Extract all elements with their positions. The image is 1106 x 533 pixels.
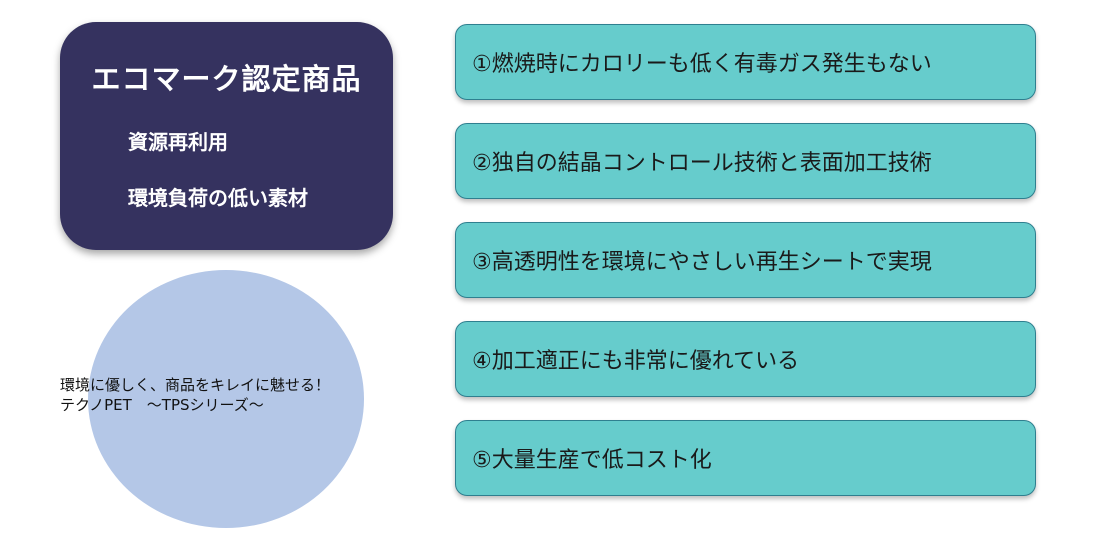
feature-label-1: ①燃焼時にカロリーも低く有毒ガス発生もない <box>472 52 932 77</box>
ecomark-point-resource-reuse: 資源再利用 <box>128 130 228 154</box>
ecomark-point-low-impact-material: 環境負荷の低い素材 <box>128 186 308 210</box>
feature-box-1: ①燃焼時にカロリーも低く有毒ガス発生もない <box>455 24 1036 100</box>
ecomark-card: エコマーク認定商品 資源再利用 環境負荷の低い素材 <box>60 22 393 250</box>
ecomark-title: エコマーク認定商品 <box>91 62 362 96</box>
feature-box-3: ③高透明性を環境にやさしい再生シートで実現 <box>455 222 1036 298</box>
tagline-line-1: 環境に優しく、商品をキレイに魅せる！ <box>60 376 331 394</box>
feature-label-4: ④加工適正にも非常に優れている <box>472 349 800 374</box>
feature-box-2: ②独自の結晶コントロール技術と表面加工技術 <box>455 123 1036 199</box>
feature-box-5: ⑤大量生産で低コスト化 <box>455 420 1036 496</box>
feature-box-4: ④加工適正にも非常に優れている <box>455 321 1036 397</box>
feature-label-3: ③高透明性を環境にやさしい再生シートで実現 <box>472 250 932 275</box>
highlight-circle <box>88 270 364 528</box>
tagline: 環境に優しく、商品をキレイに魅せる！ テクノPET ～TPSシリーズ～ <box>60 375 330 415</box>
tagline-line-2: テクノPET ～TPSシリーズ～ <box>60 396 264 414</box>
feature-label-5: ⑤大量生産で低コスト化 <box>472 448 712 473</box>
feature-label-2: ②独自の結晶コントロール技術と表面加工技術 <box>472 151 932 176</box>
